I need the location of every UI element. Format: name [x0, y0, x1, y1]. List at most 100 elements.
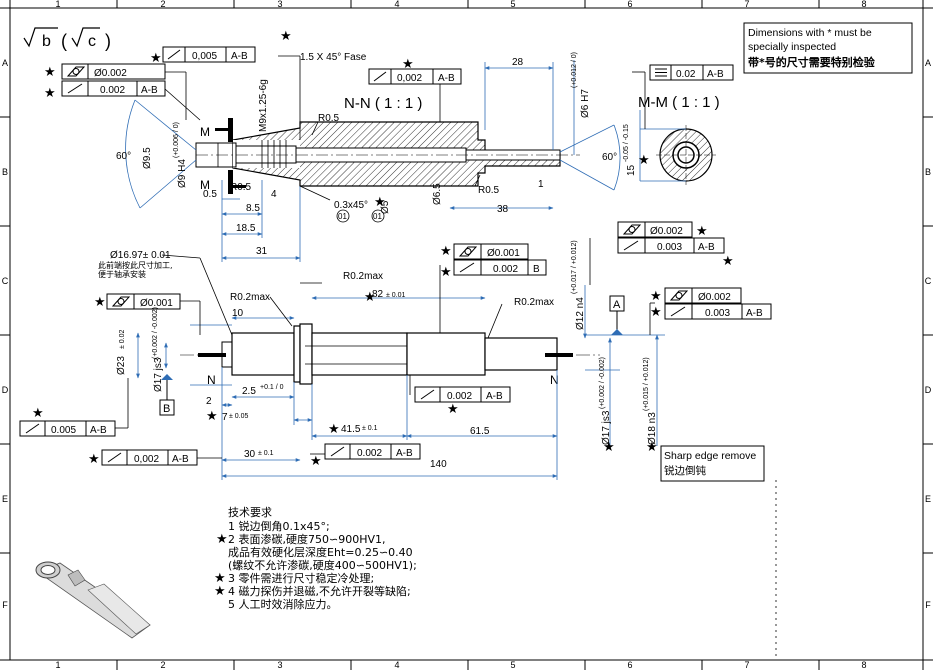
svg-text:B: B: [533, 264, 540, 275]
svg-text:7: 7: [222, 412, 228, 423]
svg-text:2: 2: [206, 396, 212, 407]
svg-text:R0.5: R0.5: [478, 185, 500, 196]
svg-text:0,002: 0,002: [134, 454, 159, 465]
view-title-nn: N-N ( 1 : 1 ): [344, 95, 422, 112]
svg-text:0.003: 0.003: [657, 242, 682, 253]
leader-lines: [115, 55, 655, 459]
svg-text:± 0.1: ± 0.1: [362, 425, 378, 432]
svg-text:0.3x45°: 0.3x45°: [334, 200, 368, 211]
svg-text:A-B: A-B: [438, 73, 455, 84]
svg-text:0.002: 0.002: [100, 85, 125, 96]
svg-text:8.5: 8.5: [246, 203, 260, 214]
fcf-runout-0005-left: 0.005 A-B: [19, 420, 116, 437]
row-label: E: [2, 494, 8, 504]
svg-text:0.002: 0.002: [447, 391, 472, 402]
svg-text:★: ★: [44, 86, 56, 101]
col-label: 1: [55, 660, 60, 670]
svg-text:★: ★: [280, 29, 292, 44]
svg-text:★: ★: [32, 406, 44, 421]
svg-text:★: ★: [722, 254, 734, 269]
svg-text:Ø0.002: Ø0.002: [650, 226, 683, 237]
svg-text:Sharp edge remove: Sharp edge remove: [664, 450, 756, 462]
svg-text:M9x1.25-6g: M9x1.25-6g: [258, 79, 269, 132]
dimension-lines: [136, 60, 659, 480]
svg-text:0.002: 0.002: [493, 264, 518, 275]
svg-text:N: N: [550, 373, 559, 387]
row-label: A: [925, 58, 931, 68]
svg-text:便于轴承安装: 便于轴承安装: [98, 269, 146, 279]
svg-text:★: ★: [88, 452, 100, 467]
svg-text:0,002: 0,002: [397, 73, 422, 84]
row-label: C: [2, 276, 9, 286]
svg-text:成品有效硬化层深度Eht=0.25∽0.40: 成品有效硬化层深度Eht=0.25∽0.40: [228, 545, 413, 559]
svg-text:A-B: A-B: [486, 391, 503, 402]
svg-text:(+0.002 / -0.002): (+0.002 / -0.002): [152, 307, 159, 359]
row-label: B: [925, 167, 931, 177]
svg-text:Ø6 H7: Ø6 H7: [580, 89, 591, 118]
svg-text:2 表面渗碳,硬度750∽900HV1,: 2 表面渗碳,硬度750∽900HV1,: [228, 532, 386, 546]
fcf-runout-0005: 0,005 A-B: [162, 46, 256, 63]
svg-text:★: ★: [638, 153, 650, 168]
svg-text:Ø0.002: Ø0.002: [94, 68, 127, 79]
svg-text:★: ★: [650, 305, 662, 320]
row-label: F: [925, 600, 931, 610]
svg-text:4 磁力探伤并退磁,不允许开裂等缺陷;: 4 磁力探伤并退磁,不允许开裂等缺陷;: [228, 584, 411, 598]
svg-text:Ø0.001: Ø0.001: [487, 248, 520, 259]
fcf-cyl-0002-top: Ø0.002: [617, 221, 693, 238]
row-label: C: [925, 276, 932, 286]
svg-text:R0.2max: R0.2max: [514, 297, 554, 308]
col-label: 3: [277, 0, 282, 9]
svg-text:61.5: 61.5: [470, 426, 490, 437]
svg-text:15: 15: [626, 164, 637, 176]
svg-text:R0.2max: R0.2max: [230, 292, 270, 303]
row-label: E: [925, 494, 931, 504]
svg-text:A-B: A-B: [172, 454, 189, 465]
svg-text:(+0.006 / 0): (+0.006 / 0): [173, 122, 180, 158]
svg-text:1 锐边倒角0.1x45°;: 1 锐边倒角0.1x45°;: [228, 519, 330, 533]
svg-text:★: ★: [94, 295, 106, 310]
svg-text:★: ★: [374, 195, 386, 210]
view-title-mm: M-M ( 1 : 1 ): [638, 94, 720, 111]
svg-text:★: ★: [328, 422, 340, 437]
svg-text:(螺纹不允许渗碳,硬度400∽500HV1);: (螺纹不允许渗碳,硬度400∽500HV1);: [228, 558, 417, 572]
svg-text:18.5: 18.5: [236, 223, 256, 234]
svg-text:锐边倒钝: 锐边倒钝: [664, 464, 706, 477]
row-label: A: [2, 58, 8, 68]
svg-text:4: 4: [271, 189, 277, 200]
inspection-stars: ★ ★ ★ ★ ★ ★ ★ ★ ★ ★ ★ ★ ★ ★ ★ ★ ★ ★ ★ ★ …: [32, 29, 734, 599]
svg-text:(+0.012 / 0): (+0.012 / 0): [571, 52, 578, 88]
svg-text:0.5: 0.5: [203, 189, 217, 200]
svg-text:N: N: [207, 373, 216, 387]
fcf-runout-0002-b: 0.002 B: [453, 259, 547, 276]
svg-text:技术要求: 技术要求: [228, 506, 272, 519]
svg-text:Ø12 n4: Ø12 n4: [575, 297, 586, 330]
svg-text:Ø0.002: Ø0.002: [698, 292, 731, 303]
svg-text:A-B: A-B: [707, 69, 724, 80]
sharp-edge-note: Sharp edge remove 锐边倒钝: [660, 445, 765, 482]
svg-text:0.003: 0.003: [705, 308, 730, 319]
svg-text:★: ★: [364, 290, 376, 305]
fcf-runout-nn: 0,002 A-B: [368, 68, 462, 85]
svg-text:(: (: [61, 31, 67, 51]
fcf-runout-0002-mid: 0.002 A-B: [414, 386, 511, 403]
svg-text:1.5 X 45° Fase: 1.5 X 45° Fase: [300, 52, 367, 63]
svg-text:± 0.05: ± 0.05: [229, 413, 249, 420]
svg-text:2.5: 2.5: [242, 386, 256, 397]
fcf-runout-0002: 0.002 A-B: [61, 80, 166, 97]
main-shaft-view: N N: [180, 323, 665, 387]
svg-text:5 人工时效消除应力。: 5 人工时效消除应力。: [228, 597, 338, 611]
cut-marker-m: M M: [200, 118, 246, 194]
col-label: 5: [510, 660, 515, 670]
svg-text:带*号的尺寸需要特别检验: 带*号的尺寸需要特别检验: [748, 55, 876, 69]
svg-text:★: ★: [214, 571, 226, 586]
svg-text:★: ★: [44, 65, 56, 80]
col-label: 5: [510, 0, 515, 9]
row-label: F: [2, 600, 8, 610]
col-label: 4: [394, 660, 399, 670]
col-label: 7: [744, 0, 749, 9]
shaft-3d-thumbnail: [35, 561, 151, 639]
fcf-runout-0003: 0.003 A-B: [617, 237, 725, 254]
